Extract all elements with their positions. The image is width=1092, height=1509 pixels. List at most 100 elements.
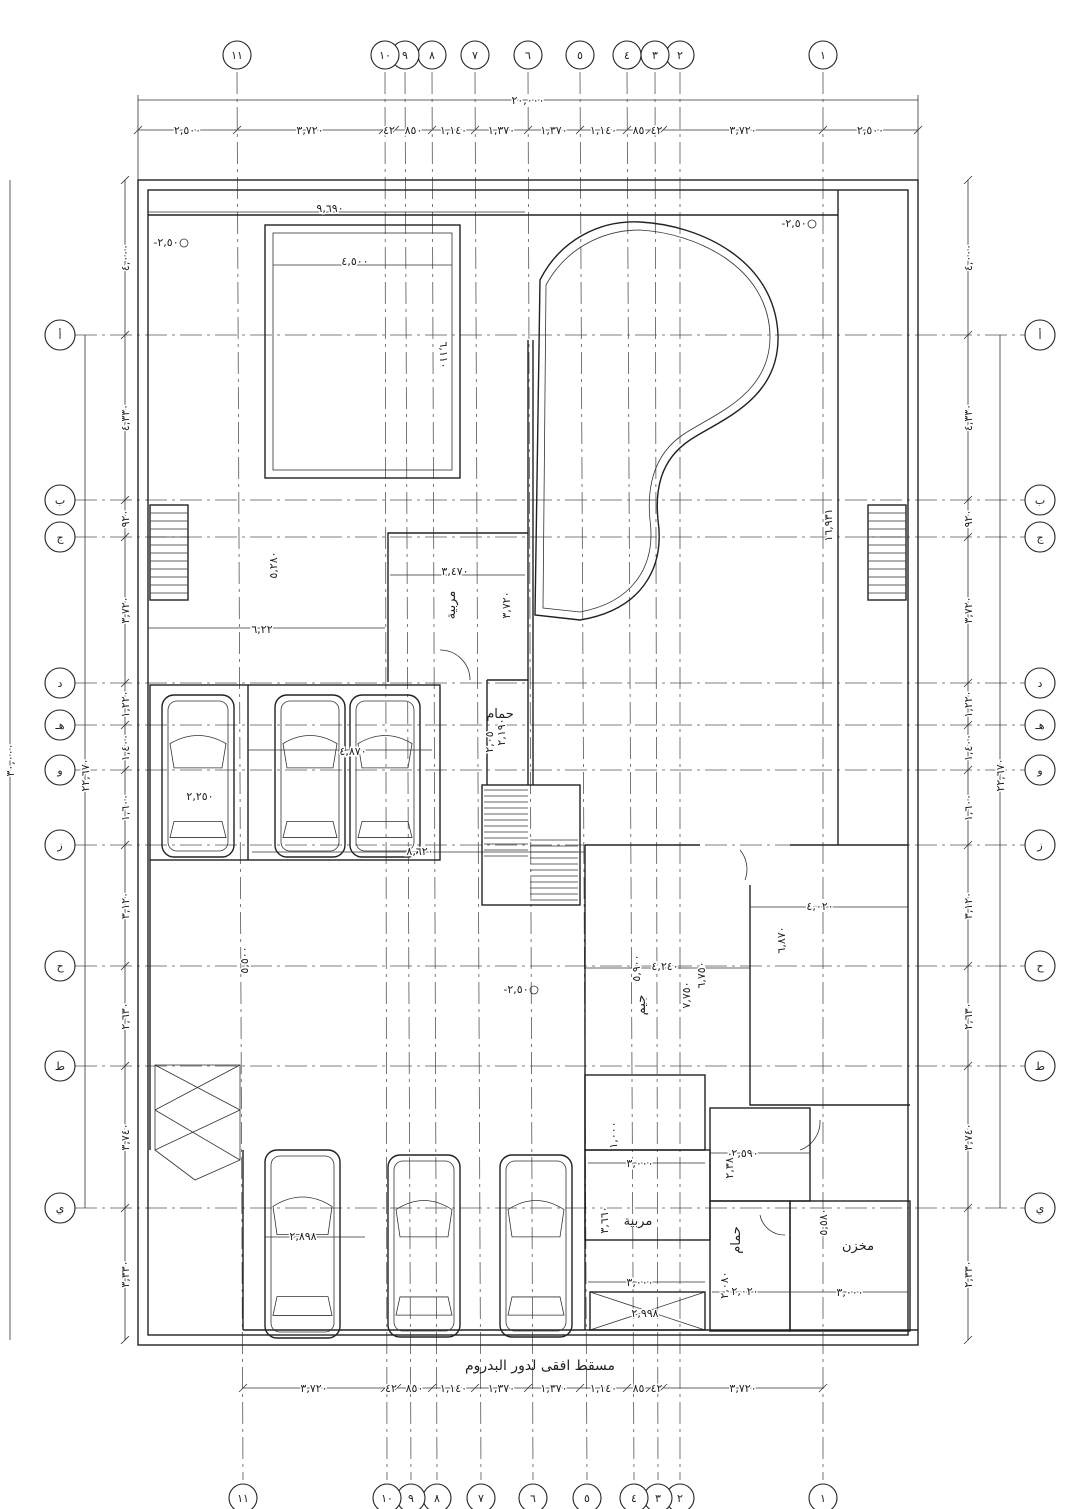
bottom-dimension: ٤٢	[651, 1382, 663, 1395]
interior-dimension: ٥,٢٨٠	[267, 551, 280, 578]
interior-dimension: ٣,٤٧٠	[441, 565, 468, 578]
car-icon	[499, 1154, 573, 1338]
right-dimension: ١,٢٢٠	[962, 690, 975, 717]
grid-row-label: ج	[1036, 531, 1044, 544]
grid-bubble	[1024, 1050, 1056, 1082]
stair	[149, 504, 189, 601]
interior-dimension: ٣,٠٠٠	[836, 1286, 863, 1299]
grid-line-column	[431, 71, 438, 1481]
grid-row-label: هـ	[1034, 719, 1044, 732]
right-dimension: ٢,٣٣٠	[962, 1260, 975, 1287]
car-icon	[387, 1154, 461, 1338]
grid-bubble	[44, 754, 76, 786]
grid-column-label: ٤	[631, 1492, 637, 1505]
top-dimension: ٨٥٠	[405, 124, 423, 137]
grid-bubble	[44, 709, 76, 741]
room-label-bath_1: حمام	[486, 707, 514, 722]
interior-dimension: ٤,٥٠٠	[341, 255, 368, 268]
grid-column-label: ٢	[677, 1492, 683, 1505]
interior-dimension: ٣,٠٠٠	[626, 1157, 653, 1170]
level-label: -٢,٥٠	[781, 217, 806, 230]
stairs	[149, 504, 907, 1181]
grid-line-column	[527, 71, 534, 1481]
grid-row-label: أ	[1038, 328, 1041, 342]
stair	[867, 504, 907, 601]
grid-row-label: ي	[56, 1202, 65, 1215]
interior-dimension: ٥,٥٠٠	[238, 946, 251, 973]
grid-row-label: ز	[56, 839, 62, 852]
bottom-dimension: ٣,٧٢٠	[729, 1382, 756, 1395]
grid-bubble	[44, 1192, 76, 1224]
interior-dimension: ٥,٩٠٠	[630, 954, 643, 981]
interior-dimension: ٤,٨٧٠	[339, 745, 366, 758]
bottom-dimension: ٣,٧٢٠	[300, 1382, 327, 1395]
grid-column-label: ٣	[655, 1492, 661, 1505]
grid-line-column	[626, 71, 635, 1481]
interior-dimension: ١٦,٩٣١	[822, 508, 835, 541]
grid-column-label: ١	[820, 49, 826, 62]
walls	[137, 179, 919, 1346]
grid-bubble	[1024, 521, 1056, 553]
grid-bubble	[1024, 667, 1056, 699]
interior-dimension: ٢,٠٢٠	[731, 1285, 758, 1298]
level-marker-icon	[529, 985, 539, 995]
grid-bubble	[372, 1483, 402, 1509]
grid-line-column	[404, 71, 412, 1481]
level-label: -٢,٥٠	[503, 983, 528, 996]
grid-column-label: ١١	[231, 49, 243, 62]
top-dimension: ١,٣٧٠	[540, 124, 567, 137]
grid-bubble	[44, 1050, 76, 1082]
interior-dimension: ٢,٨٩٨	[289, 1230, 316, 1243]
grid-bubble	[44, 319, 76, 351]
grid-row-label: ز	[1036, 839, 1042, 852]
grid-bubble	[1024, 829, 1056, 861]
top-overall-dimension: ٢٠,٠٠٠	[511, 94, 544, 107]
interior-dimension: ٢,٣٨٠	[723, 1151, 736, 1178]
grid-column-label: ١٠	[381, 1492, 393, 1505]
grid-bubble	[572, 1483, 602, 1509]
bottom-dimension: ١,٣٧٠	[488, 1382, 515, 1395]
interior-dimension: ٣,٧٢٠	[500, 591, 513, 618]
left-overall-dimension: ٣٠,٠٠٠	[4, 743, 17, 776]
grid-line-column	[579, 71, 588, 1481]
parking-cars	[161, 694, 573, 1339]
bottom-dimension: ٨٥	[633, 1382, 645, 1395]
top-dimension: ٣,٧٢٠	[729, 124, 756, 137]
grid-bubble	[44, 950, 76, 982]
grid-column-label: ١٠	[379, 49, 391, 62]
grid-bubble	[612, 40, 642, 70]
grid-column-label: ١١	[237, 1492, 249, 1505]
grid-row-label: ط	[55, 1060, 65, 1073]
right-dimension: ٤,٣٣٠	[962, 404, 975, 431]
grid-bubble	[808, 1483, 838, 1509]
top-dimension: ٨٥	[633, 124, 645, 137]
drawing-title: مسقط افقى لدور البدروم	[465, 1358, 615, 1374]
room-label-store: مخزن	[842, 1239, 874, 1254]
bottom-dimension: ١,١٤٠	[440, 1382, 467, 1395]
bottom-dimension: ١,٣٧٠	[540, 1382, 567, 1395]
left-dimension: ٤,٠٠٠	[119, 244, 132, 271]
interior-dimension: ٢,٠٨٠	[718, 1271, 731, 1298]
grid-bubble	[1024, 1192, 1056, 1224]
grid-row-label: ح	[56, 960, 64, 973]
left-dimension: ٩٢٠	[119, 510, 132, 528]
interior-dimension: ٦,٧٥٠	[695, 961, 708, 988]
grid-bubble	[1024, 709, 1056, 741]
grid-bubble	[466, 1483, 496, 1509]
interior-dimension: ٢,١٩٠	[495, 718, 508, 745]
level-label: -٢,٥٠	[153, 236, 178, 249]
grid-column-label: ٦	[525, 49, 531, 62]
grid-row-label: ب	[1035, 494, 1045, 507]
room-label-bath_2: حمام	[729, 1226, 744, 1254]
right-dimension: ٣,٧٢٠	[962, 596, 975, 623]
interior-dimension: ٤,٢٤٠	[651, 960, 678, 973]
grid-row-label: ب	[55, 494, 65, 507]
grid-column-label: ٢	[677, 49, 683, 62]
grid-line-column	[236, 71, 244, 1481]
left-dimension: ٣,١٢٠	[119, 892, 132, 919]
grid-line-column	[654, 71, 659, 1481]
grid-column-label: ٩	[408, 1492, 414, 1505]
interior-dimension: ٧,٧٥٠	[680, 981, 693, 1008]
interior-dimension: ٥,٥٨٠	[817, 1208, 830, 1235]
grid-column-label: ٤	[624, 49, 630, 62]
